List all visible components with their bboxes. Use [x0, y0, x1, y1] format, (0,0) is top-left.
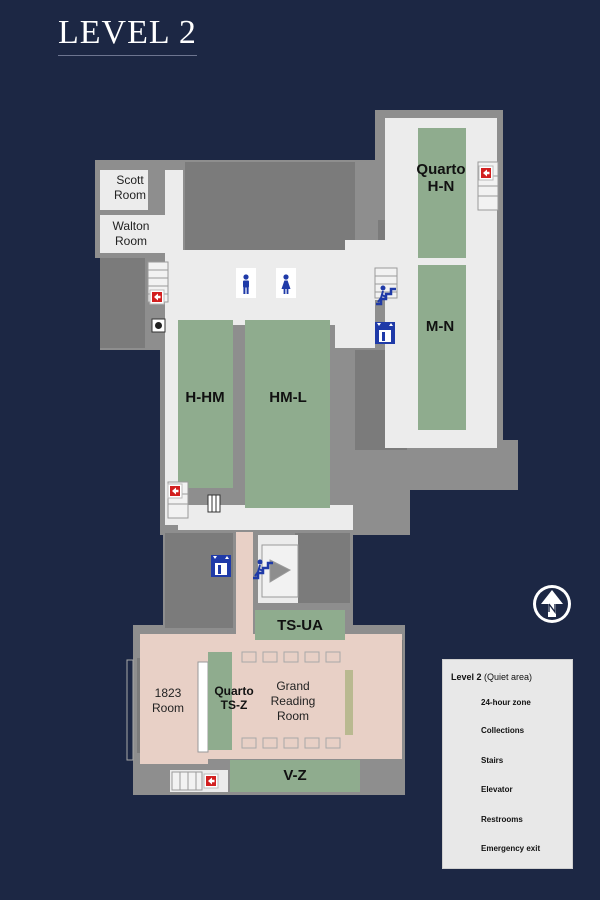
map-legend: Level 2 (Quiet area) 24-hour zone Collec… [442, 659, 573, 869]
elevator-shaft-detail [207, 494, 221, 513]
collection-label-hhm: H-HM [185, 389, 225, 406]
north-arrow-icon [533, 585, 571, 623]
collection-label-quarto-tsz: Quarto TS-Z [214, 684, 254, 712]
legend-collections: Collections [481, 726, 525, 735]
room-label-walton: Walton Room [112, 219, 150, 248]
collection-label-mn: M-N [425, 318, 455, 335]
reading-room-shelf [345, 670, 353, 735]
legend-level-note: (Quiet area) [481, 672, 533, 682]
reading-tables [126, 651, 341, 761]
legend-title: Level 2 (Quiet area) [451, 672, 532, 682]
room-label-scott: Scott Room [113, 173, 146, 202]
collection-areas [178, 128, 466, 792]
level-title: LEVEL 2 [58, 14, 197, 56]
info-point-icon [151, 318, 166, 333]
collection-label-tsua: TS-UA [277, 617, 323, 634]
room-label-1823: 1823 Room [151, 686, 184, 715]
collection-label-quarto-hn: Quarto H-N [416, 161, 466, 195]
legend-level: Level 2 [451, 672, 482, 682]
collection-label-vz: V-Z [283, 767, 307, 784]
legend-restrooms: Restrooms [481, 815, 523, 824]
collection-label-hml: HM-L [269, 389, 307, 406]
restroom-icon [236, 268, 296, 298]
legend-stairs: Stairs [481, 756, 504, 765]
legend-emergency-exit: Emergency exit [481, 844, 541, 853]
legend-elevator: Elevator [481, 785, 513, 794]
legend-24-hour-zone: 24-hour zone [481, 698, 531, 707]
room-label-grand-reading: Grand Reading Room [270, 679, 316, 723]
